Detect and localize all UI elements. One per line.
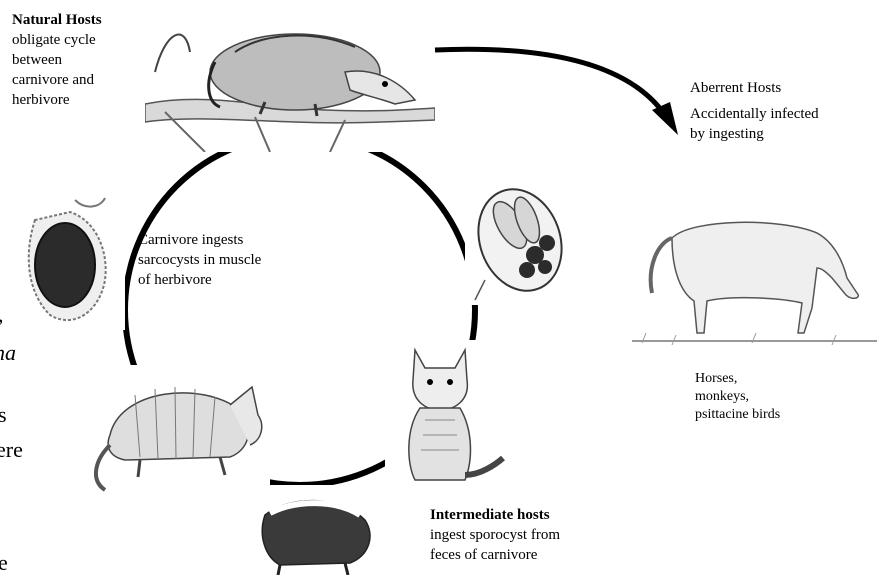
cut-text-line-4: ere	[0, 435, 23, 465]
sporocyst-illustration	[465, 185, 575, 305]
intermediate-hosts-title: Intermediate hosts	[430, 505, 650, 525]
natural-hosts-description: obligate cycle between carnivore and her…	[12, 30, 157, 110]
natural-hosts-text: Natural Hosts obligate cycle between car…	[12, 10, 157, 122]
cut-text-line-2: na	[0, 338, 16, 368]
cat-illustration	[385, 340, 505, 490]
cut-text-line-1: ,	[0, 300, 4, 330]
arrow-to-aberrent-hosts	[430, 40, 690, 140]
sarcocyst-illustration	[5, 190, 125, 330]
carnivore-note: Carnivore ingests sarcocysts in muscle o…	[138, 230, 328, 290]
aberrent-hosts-text: Aberrent Hosts Accidentally infected by …	[690, 78, 880, 153]
aberrent-host-examples: Horses, monkeys, psittacine birds	[695, 370, 865, 424]
cut-text-line-3: s	[0, 400, 7, 430]
cut-text-line-5: e	[0, 548, 8, 578]
natural-hosts-title: Natural Hosts	[12, 10, 157, 30]
armadillo-illustration	[80, 365, 270, 495]
aberrent-hosts-description: Accidentally infected by ingesting	[690, 104, 880, 144]
horse-illustration	[632, 183, 877, 348]
intermediate-hosts-text: Intermediate hosts ingest sporocyst from…	[430, 505, 650, 565]
opossum-illustration	[145, 12, 435, 152]
aberrent-hosts-title: Aberrent Hosts	[690, 78, 880, 98]
intermediate-hosts-description: ingest sporocyst from feces of carnivore	[430, 525, 650, 565]
skunk-illustration	[250, 485, 385, 575]
